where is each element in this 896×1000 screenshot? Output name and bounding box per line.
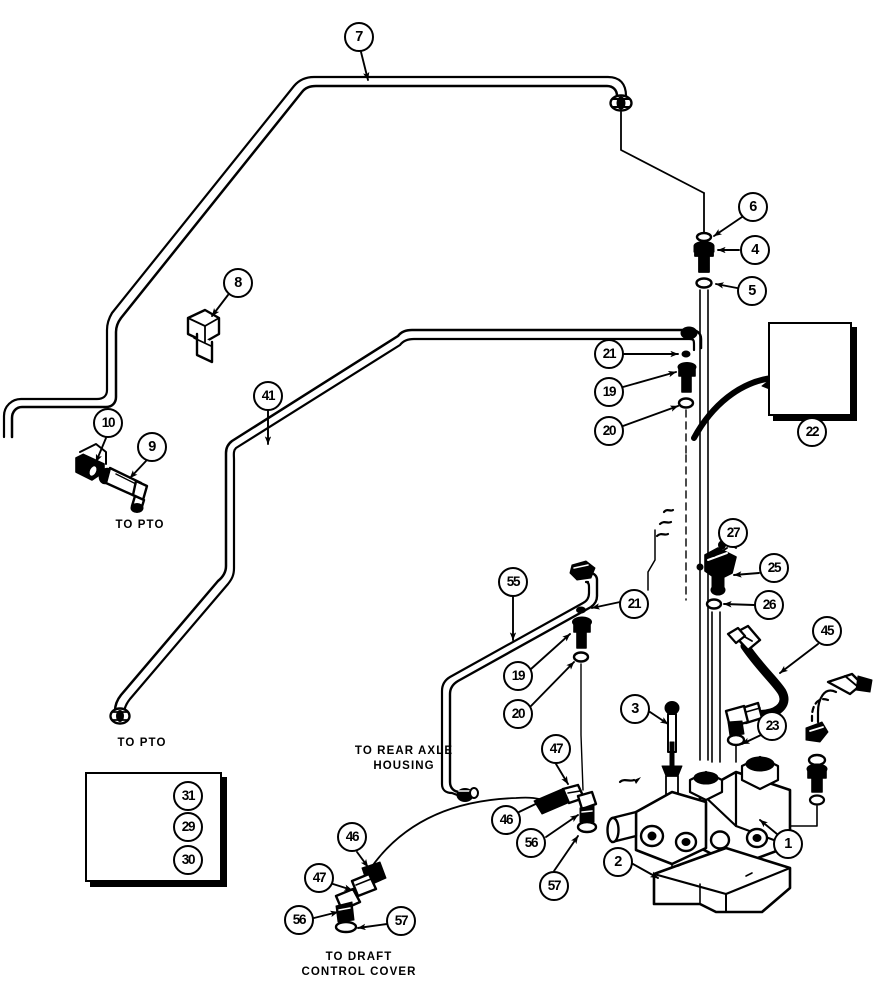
tube-41-outer	[113, 328, 692, 713]
tube-55-outer	[448, 571, 599, 794]
callout-20-upper[interactable]: 20	[594, 416, 624, 446]
part-stack-6-4-5	[693, 192, 715, 761]
callout-21-upper[interactable]: 21	[594, 339, 624, 369]
callout-46-upper[interactable]: 46	[491, 805, 521, 835]
callout-31[interactable]: 31	[173, 781, 203, 811]
section-arrow-marks	[618, 508, 675, 784]
tube-41-pto-fitting	[109, 707, 131, 725]
callout-47-upper[interactable]: 47	[541, 734, 571, 764]
callout-41[interactable]: 41	[253, 381, 283, 411]
callout-3[interactable]: 3	[620, 694, 650, 724]
to-draft-control-cover: TO DRAFT CONTROL COVER	[301, 951, 417, 978]
callout-57-upper[interactable]: 57	[539, 871, 569, 901]
inset-22-pointer	[691, 375, 775, 441]
to-rear-axle-housing: TO REAR AXLE HOUSING	[354, 745, 454, 772]
callout-56-upper[interactable]: 56	[516, 828, 546, 858]
callout-56-lower[interactable]: 56	[284, 905, 314, 935]
part-46-47-56-57-upper	[533, 783, 598, 834]
callout-19-lower[interactable]: 19	[503, 661, 533, 691]
callout-22[interactable]: 22	[797, 417, 827, 447]
callout-25[interactable]: 25	[759, 553, 789, 583]
tube-7-drop-line	[620, 111, 705, 194]
hose-to-draft-control-cover	[367, 796, 547, 873]
callout-2[interactable]: 2	[603, 847, 633, 877]
callout-19-upper[interactable]: 19	[594, 377, 624, 407]
to-pto-upper: TO PTO	[115, 519, 165, 531]
part-2-bracket	[652, 846, 792, 914]
callout-9[interactable]: 9	[137, 432, 167, 462]
callout-27[interactable]: 27	[718, 518, 748, 548]
part-stack-21-19-20-lower	[572, 606, 592, 791]
callout-55[interactable]: 55	[498, 567, 528, 597]
callout-57-lower[interactable]: 57	[386, 906, 416, 936]
to-pto-lower: TO PTO	[117, 737, 167, 749]
callout-46-lower[interactable]: 46	[337, 822, 367, 852]
tube-7-end-fitting	[609, 94, 633, 112]
tube-55-nut	[569, 560, 596, 581]
callout-26[interactable]: 26	[754, 590, 784, 620]
part-10-9-pto-assembly	[75, 443, 149, 513]
tube-41-inner	[122, 337, 692, 716]
callout-30[interactable]: 30	[173, 845, 203, 875]
callout-5[interactable]: 5	[737, 276, 767, 306]
tube-7-outer	[10, 84, 619, 439]
callout-45[interactable]: 45	[812, 616, 842, 646]
part-27-25-26	[696, 540, 737, 763]
detail-inset-22	[768, 322, 852, 416]
callout-47-lower[interactable]: 47	[304, 863, 334, 893]
part-45-hose	[724, 624, 789, 763]
callout-21-lower[interactable]: 21	[619, 589, 649, 619]
callout-1[interactable]: 1	[773, 829, 803, 859]
right-side-tube-fittings	[699, 672, 873, 827]
tube-41-nut	[680, 326, 698, 340]
callout-6[interactable]: 6	[738, 192, 768, 222]
callout-8[interactable]: 8	[223, 268, 253, 298]
part-stack-21-19-20-upper	[677, 350, 697, 601]
callout-20-lower[interactable]: 20	[503, 699, 533, 729]
callout-7[interactable]: 7	[344, 22, 374, 52]
callout-10[interactable]: 10	[93, 408, 123, 438]
part-1-valve-body	[606, 755, 792, 868]
part-46-47-56-57-lower	[334, 861, 387, 934]
tube-7-inner	[2, 75, 628, 439]
callout-23[interactable]: 23	[757, 711, 787, 741]
callout-4[interactable]: 4	[740, 235, 770, 265]
tube-55-end-fitting	[456, 787, 479, 802]
callout-29[interactable]: 29	[173, 812, 203, 842]
tube-55-inner	[440, 580, 591, 800]
part-8-clamp	[186, 308, 221, 364]
